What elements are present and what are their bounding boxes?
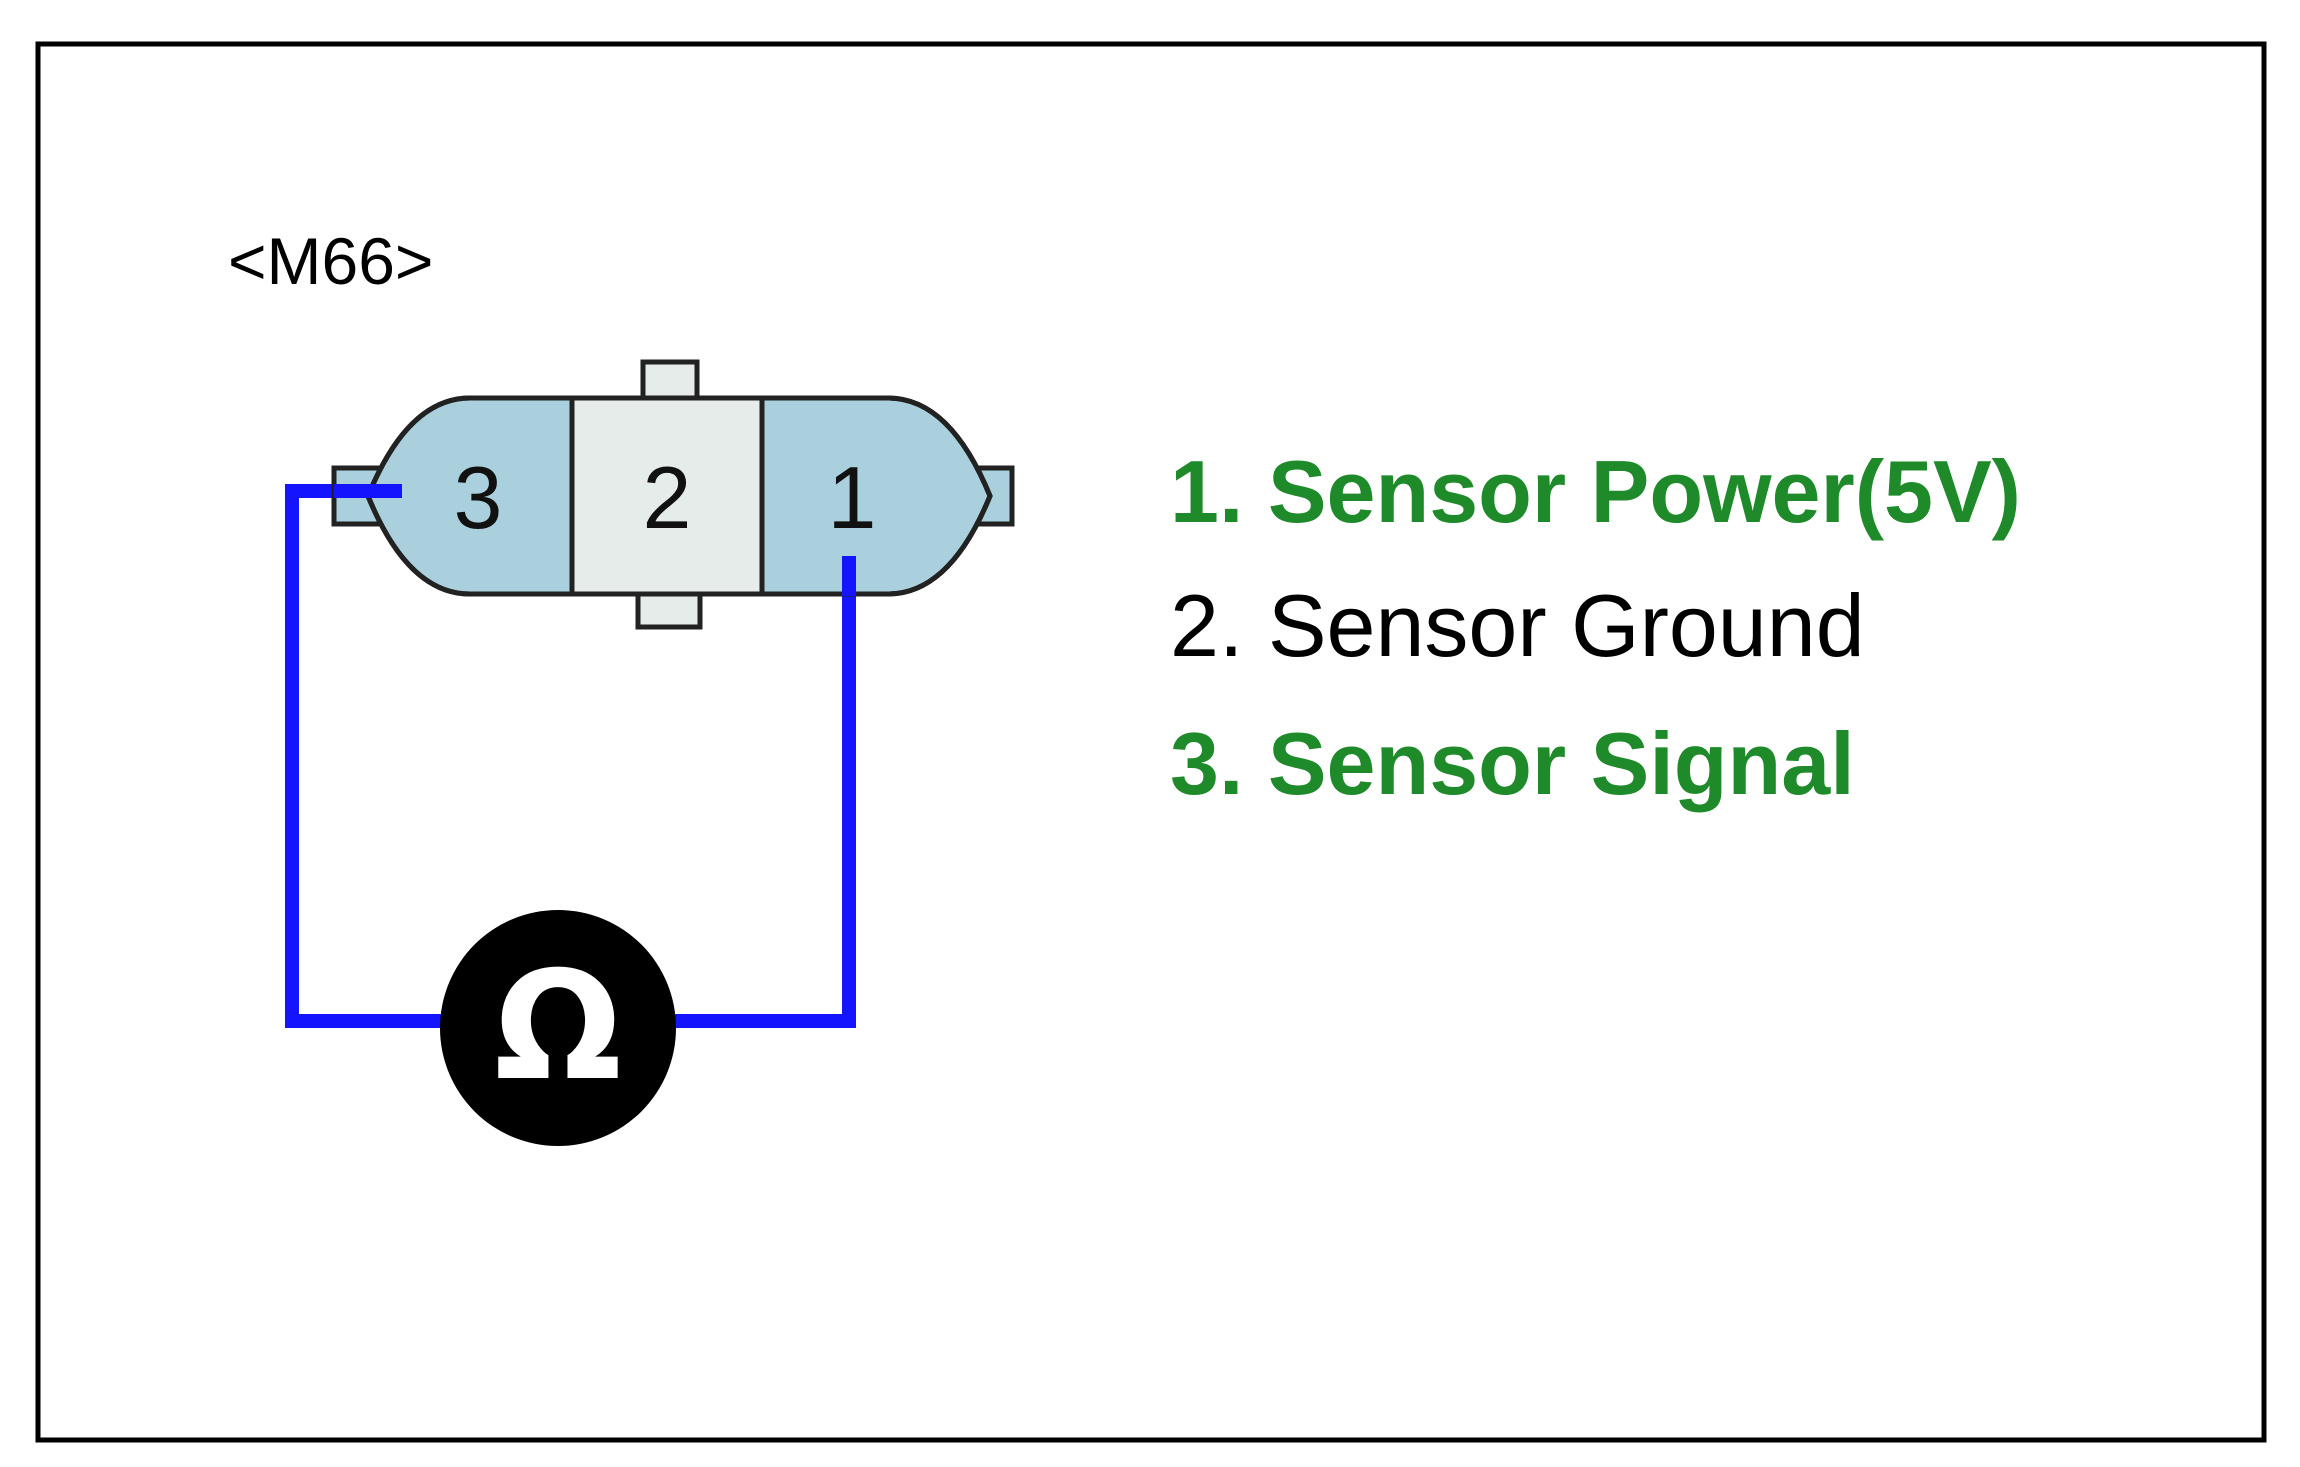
ohmmeter-icon: Ω	[440, 910, 676, 1146]
ohmmeter-body	[440, 910, 676, 1146]
pin-number-3: 3	[454, 448, 503, 547]
connector-housing-outline	[365, 395, 993, 597]
connector-m66: 3 2 1	[331, 359, 1015, 630]
pin-2-cavity	[572, 400, 762, 592]
wire-pin1-to-meter	[672, 558, 856, 1028]
ohm-symbol: Ω	[494, 940, 622, 1114]
pin-number-2: 2	[643, 448, 692, 547]
connector-id-label: <M66>	[228, 224, 434, 298]
probe-tip-pin1	[842, 556, 856, 596]
legend-pin-1: 1. Sensor Power(5V)	[1170, 442, 2021, 541]
diagram-frame	[35, 41, 2267, 1443]
legend-pin-2: 2. Sensor Ground	[1170, 576, 1865, 675]
connector-top-key	[640, 359, 700, 405]
probe-tip-pin3	[334, 484, 402, 498]
pin-number-1: 1	[828, 448, 877, 547]
legend-pin-3: 3. Sensor Signal	[1170, 714, 1855, 813]
